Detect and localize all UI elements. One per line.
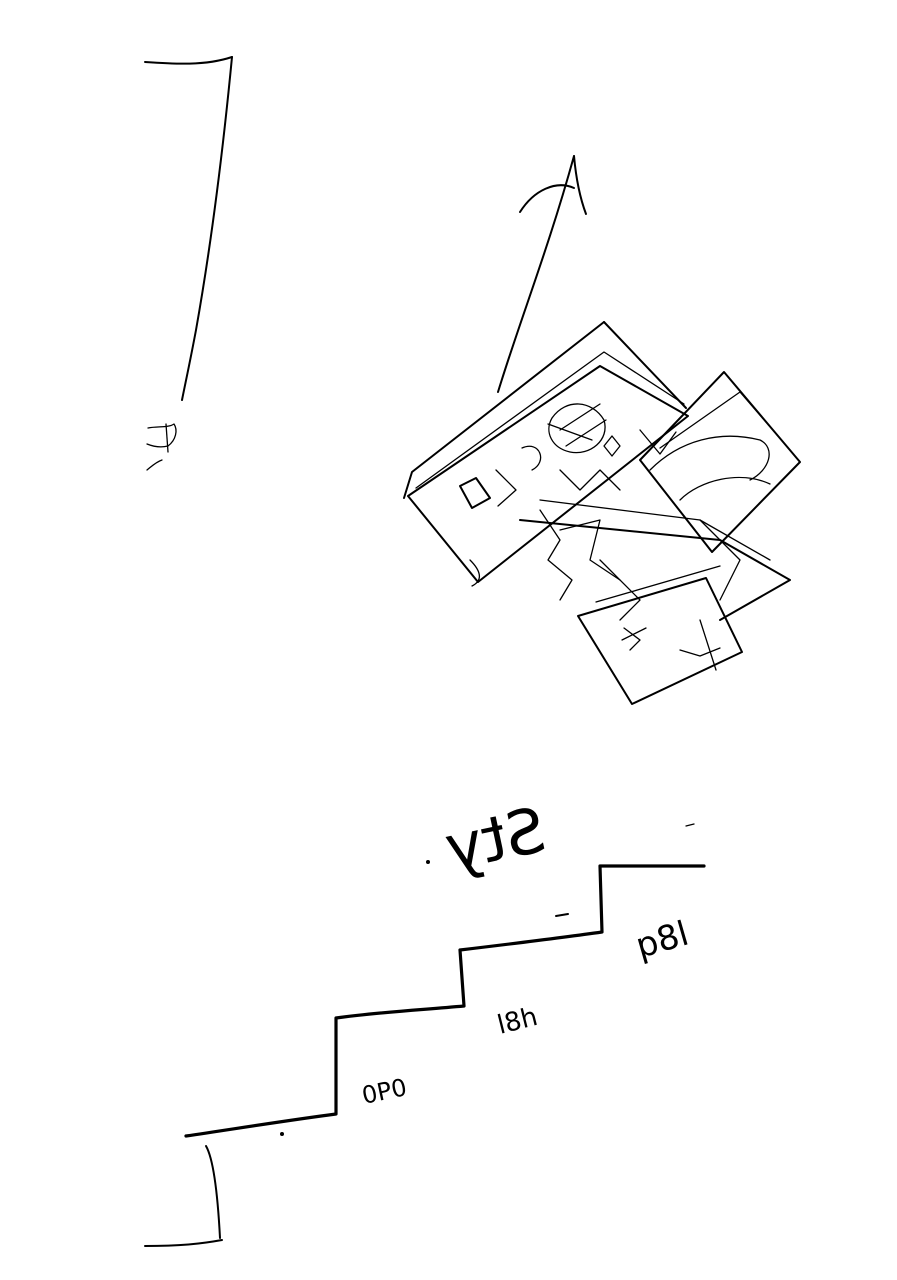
step-1-label: 0P0	[359, 1073, 409, 1110]
scribbled-object-cluster	[403, 321, 801, 705]
step-3-label: p8l	[631, 914, 693, 967]
frame-corner-top-left	[144, 56, 233, 471]
curved-arrow	[497, 155, 587, 393]
main-label-text: Sty	[439, 793, 552, 885]
step-outline	[184, 864, 706, 1138]
main-label: Sty	[426, 793, 695, 885]
frame-corner-bottom-left	[144, 1145, 223, 1247]
step-2-label: l8h	[494, 1002, 540, 1041]
